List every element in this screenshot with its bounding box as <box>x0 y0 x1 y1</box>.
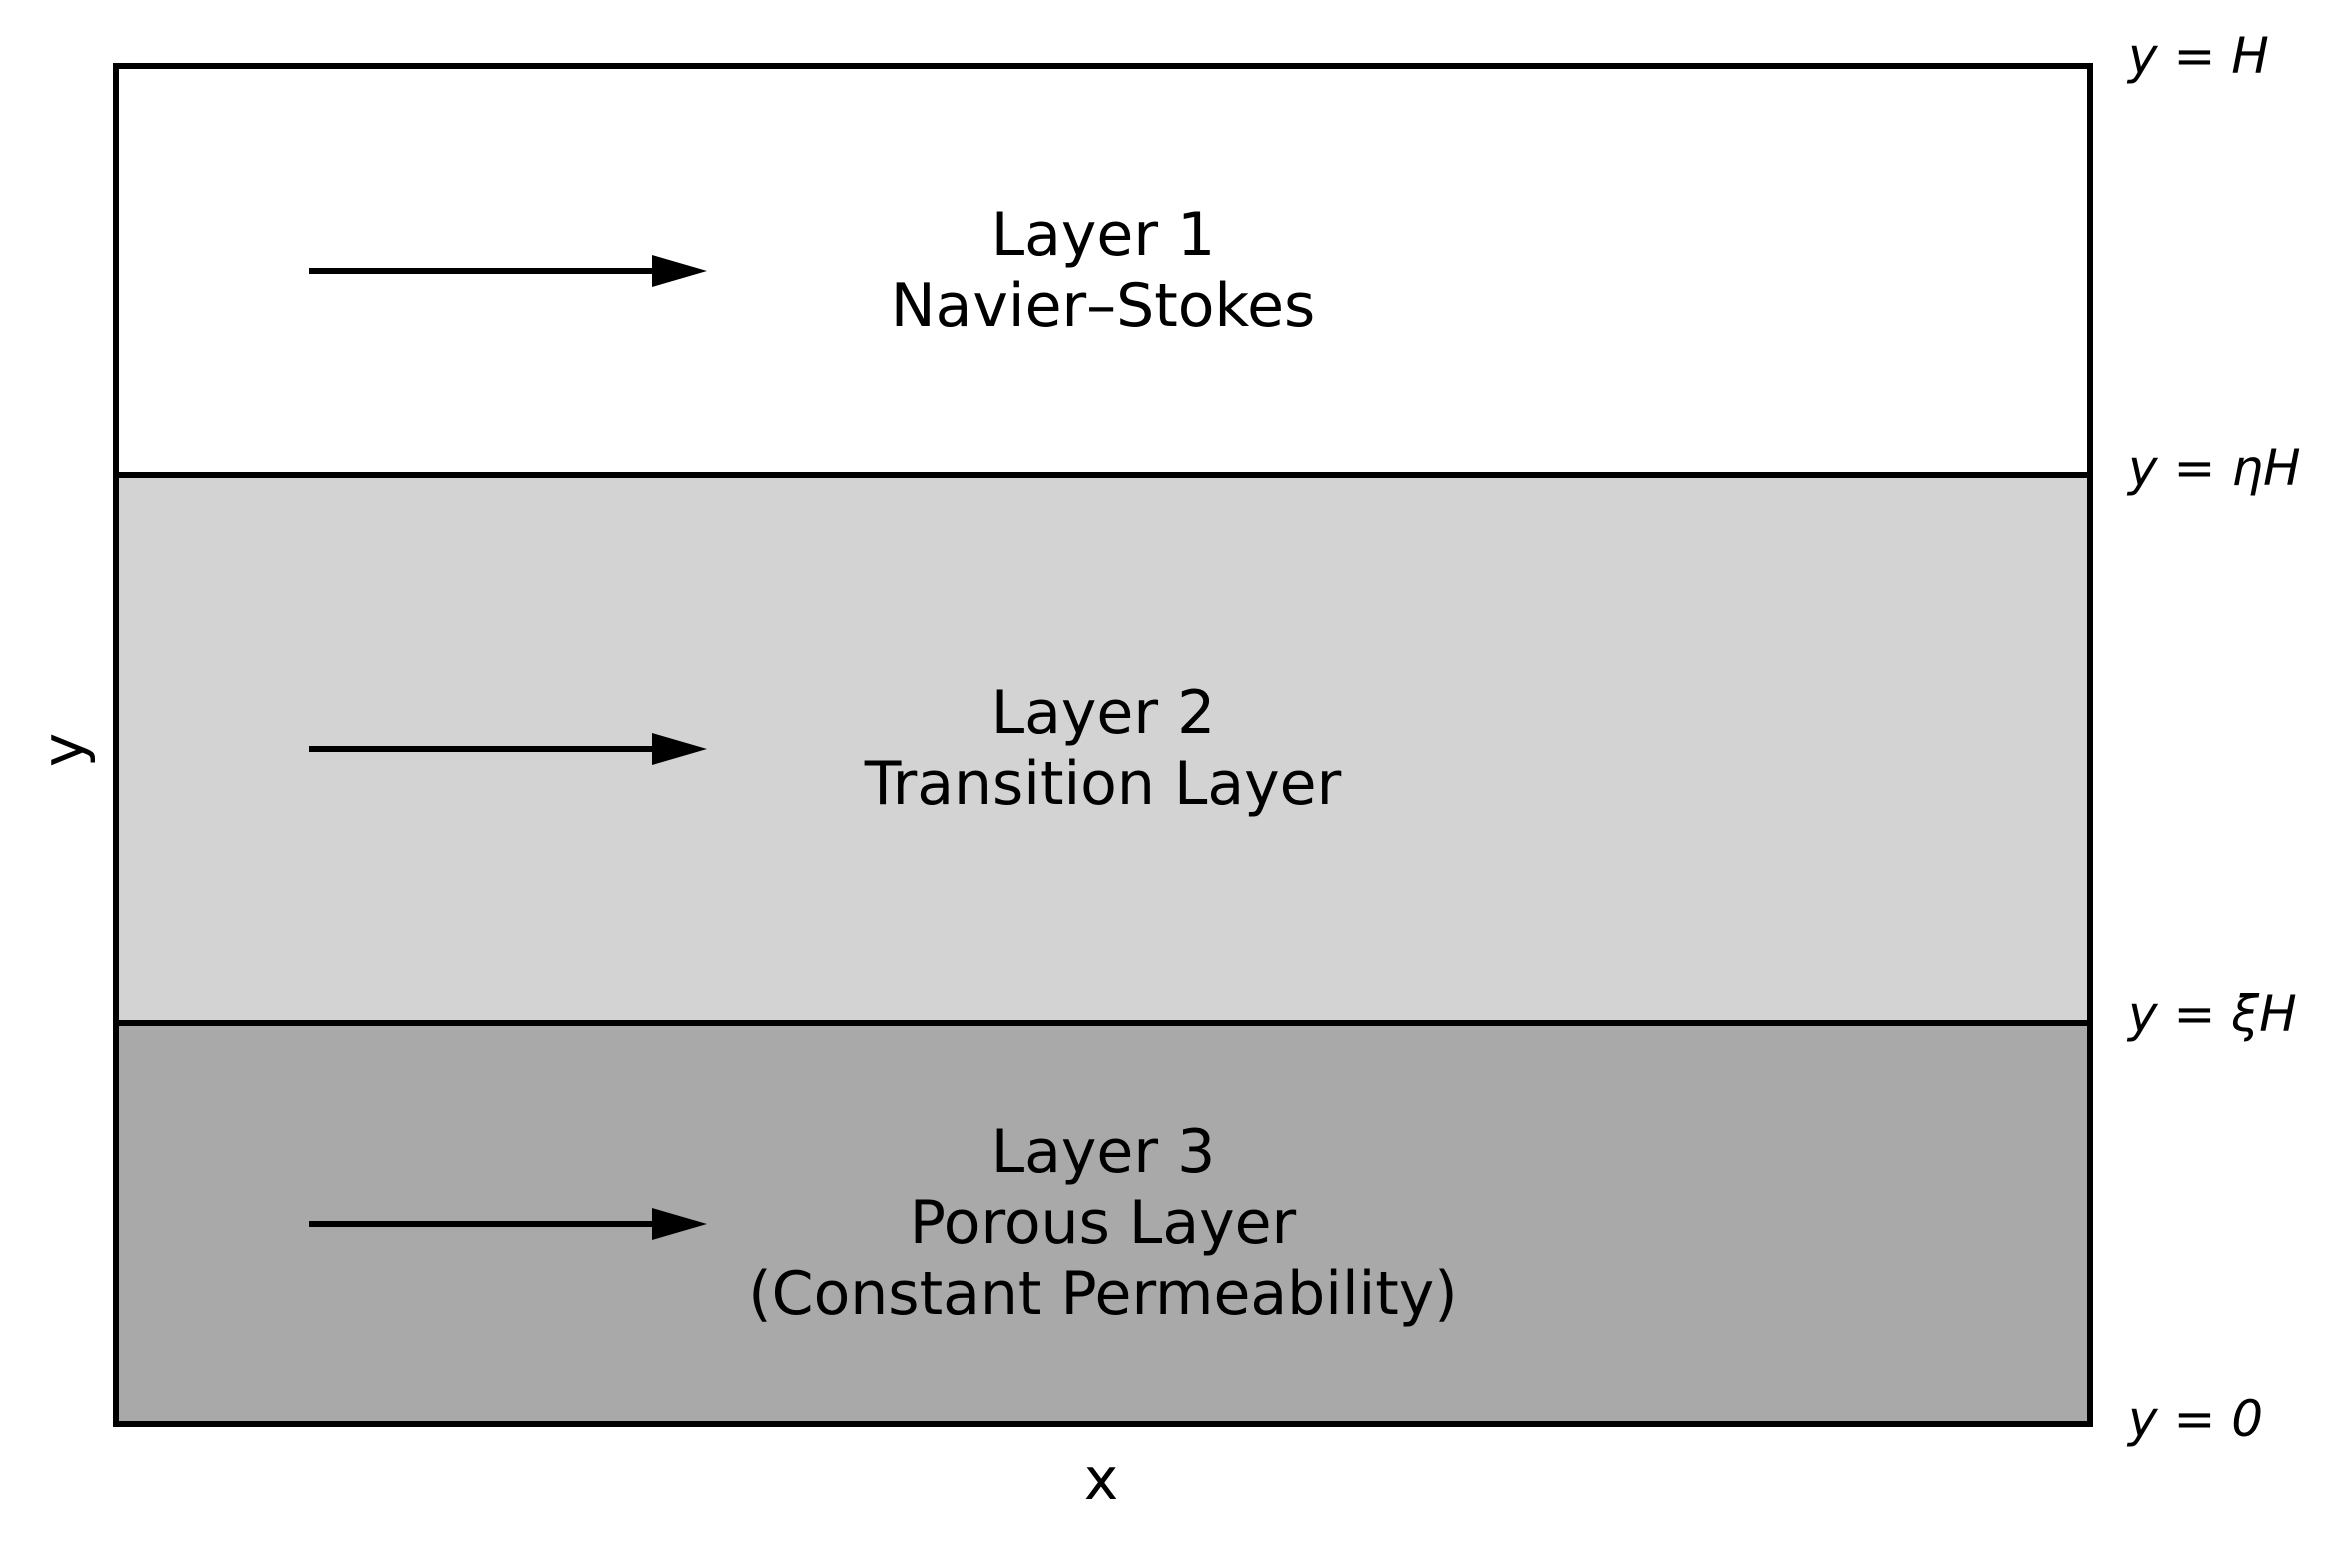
layer-subtitle: Transition Layer <box>864 749 1342 819</box>
layer-title: Layer 3 <box>990 1117 1216 1187</box>
layer-title: Layer 1 <box>990 199 1216 270</box>
layer-3-label: Layer 3 Porous Layer (Constant Permeabil… <box>748 1117 1457 1330</box>
layer-title: Layer 2 <box>990 678 1216 748</box>
layer-2-region: Layer 2 Transition Layer <box>119 472 2087 1020</box>
plot-area: Layer 1 Navier–Stokes Layer 2 Transition… <box>113 63 2093 1427</box>
boundary-label-top: y = H <box>2128 27 2269 85</box>
flow-arrow-icon <box>309 1207 707 1240</box>
boundary-label-xi: y = ξH <box>2128 985 2297 1043</box>
layer-1-region: Layer 1 Navier–Stokes <box>119 69 2087 472</box>
boundary-label-zero: y = 0 <box>2128 1390 2264 1448</box>
boundary-label-eta: y = ηH <box>2128 439 2301 497</box>
flow-arrow-icon <box>309 733 707 765</box>
x-axis-label: x <box>1083 1445 1119 1513</box>
layer-subtitle: Porous Layer <box>909 1188 1297 1258</box>
layer-note: (Constant Permeability) <box>748 1259 1458 1329</box>
layer-2-label: Layer 2 Transition Layer <box>865 678 1342 820</box>
layer-subtitle: Navier–Stokes <box>890 270 1316 341</box>
layer-1-label: Layer 1 Navier–Stokes <box>891 200 1316 342</box>
y-axis-label: y <box>29 732 97 768</box>
flow-arrow-icon <box>309 254 707 287</box>
layer-3-region: Layer 3 Porous Layer (Constant Permeabil… <box>119 1020 2087 1421</box>
